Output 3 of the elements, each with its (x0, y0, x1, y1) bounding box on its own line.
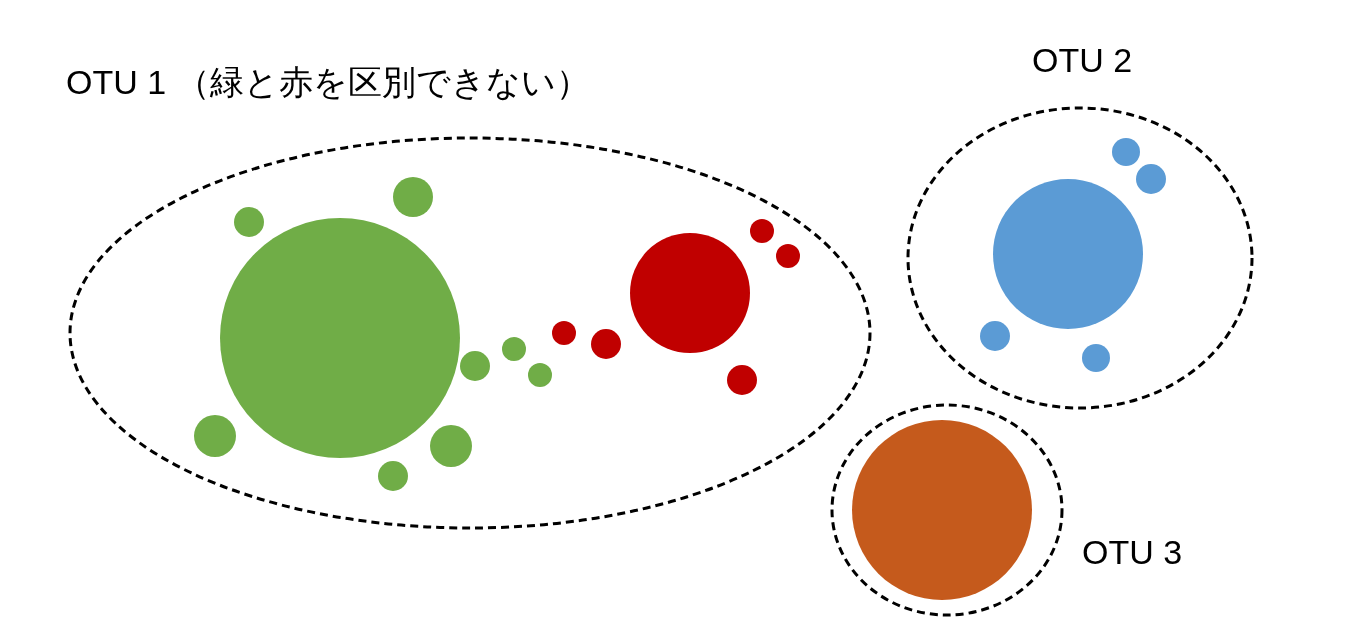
group-label: OTU 1 （緑と赤を区別できない） (66, 62, 590, 103)
group-label: OTU 3 (1082, 532, 1183, 573)
group-label: OTU 2 (1032, 40, 1133, 81)
